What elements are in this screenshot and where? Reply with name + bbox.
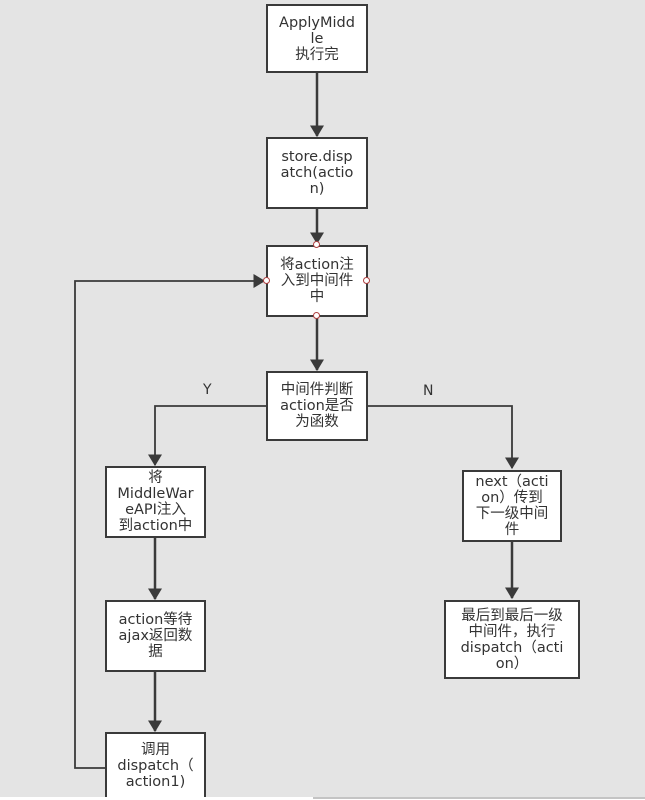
node-text-line: 下一级中间 <box>475 506 549 522</box>
node-text-line: ajax返回数 <box>118 628 193 644</box>
edge-call-loop-back <box>74 274 266 769</box>
node-text-line: 中间件判断 <box>280 382 354 398</box>
node-text-line: atch(actio <box>280 165 354 181</box>
node-text-line: 中间件，执行 <box>468 623 556 640</box>
node-text-line: action是否 <box>280 398 354 414</box>
node-text-line: 到action中 <box>118 518 193 534</box>
node-text-line: store.disp <box>281 149 353 165</box>
node-store-dispatch[interactable]: store.disp atch(actio n) <box>266 137 368 209</box>
node-text-line: dispatch（ <box>117 758 194 774</box>
node-text-line: 为函数 <box>295 414 339 430</box>
node-text-line: n) <box>309 181 325 197</box>
node-is-function-decision[interactable]: 中间件判断 action是否 为函数 <box>266 371 368 441</box>
connection-port-top[interactable] <box>313 241 320 248</box>
edge-judge-yes <box>148 405 267 467</box>
node-text-line: next（acti <box>475 474 549 490</box>
horizontal-scrollbar[interactable] <box>313 797 645 799</box>
node-text-line: le <box>310 30 324 47</box>
node-text-line: eAPI注入 <box>125 502 186 518</box>
connection-port-bottom[interactable] <box>313 312 320 319</box>
node-apply-middleware-done[interactable]: ApplyMidd le 执行完 <box>266 4 368 73</box>
node-text-line: action1) <box>125 774 186 790</box>
node-text-line: action等待 <box>118 612 193 628</box>
node-text-line: 最后到最后一级 <box>461 607 563 624</box>
node-text-line: dispatch（acti <box>460 639 564 656</box>
node-text-line: 入到中间件 <box>280 273 354 289</box>
node-final-dispatch[interactable]: 最后到最后一级 中间件，执行 dispatch（acti on） <box>444 600 580 679</box>
node-text-line: MiddleWar <box>117 486 194 502</box>
connection-port-left[interactable] <box>263 277 270 284</box>
connection-port-right[interactable] <box>363 277 370 284</box>
node-text-line: 据 <box>148 644 163 660</box>
node-text-line: on） <box>495 655 529 672</box>
node-text-line: 件 <box>504 522 520 538</box>
node-text-line: 执行完 <box>295 46 339 63</box>
edge-label-yes: Y <box>203 382 212 398</box>
node-text-line: 将 <box>148 470 163 486</box>
node-inject-middleware-api[interactable]: 将 MiddleWar eAPI注入 到action中 <box>105 466 206 538</box>
node-text-line: on）传到 <box>481 490 543 506</box>
node-inject-action[interactable]: 将action注 入到中间件 中 <box>266 245 368 317</box>
edge-judge-no <box>367 405 519 470</box>
node-text-line: 调用 <box>140 742 170 758</box>
node-text-line: 中 <box>309 289 325 305</box>
node-text-line: ApplyMidd <box>279 14 355 31</box>
node-text-line: 将action注 <box>280 257 354 273</box>
node-next-action[interactable]: next（acti on）传到 下一级中间 件 <box>462 470 562 542</box>
edge-label-no: N <box>423 383 434 399</box>
node-await-ajax[interactable]: action等待 ajax返回数 据 <box>105 600 206 672</box>
node-call-dispatch[interactable]: 调用 dispatch（ action1) <box>105 732 206 797</box>
